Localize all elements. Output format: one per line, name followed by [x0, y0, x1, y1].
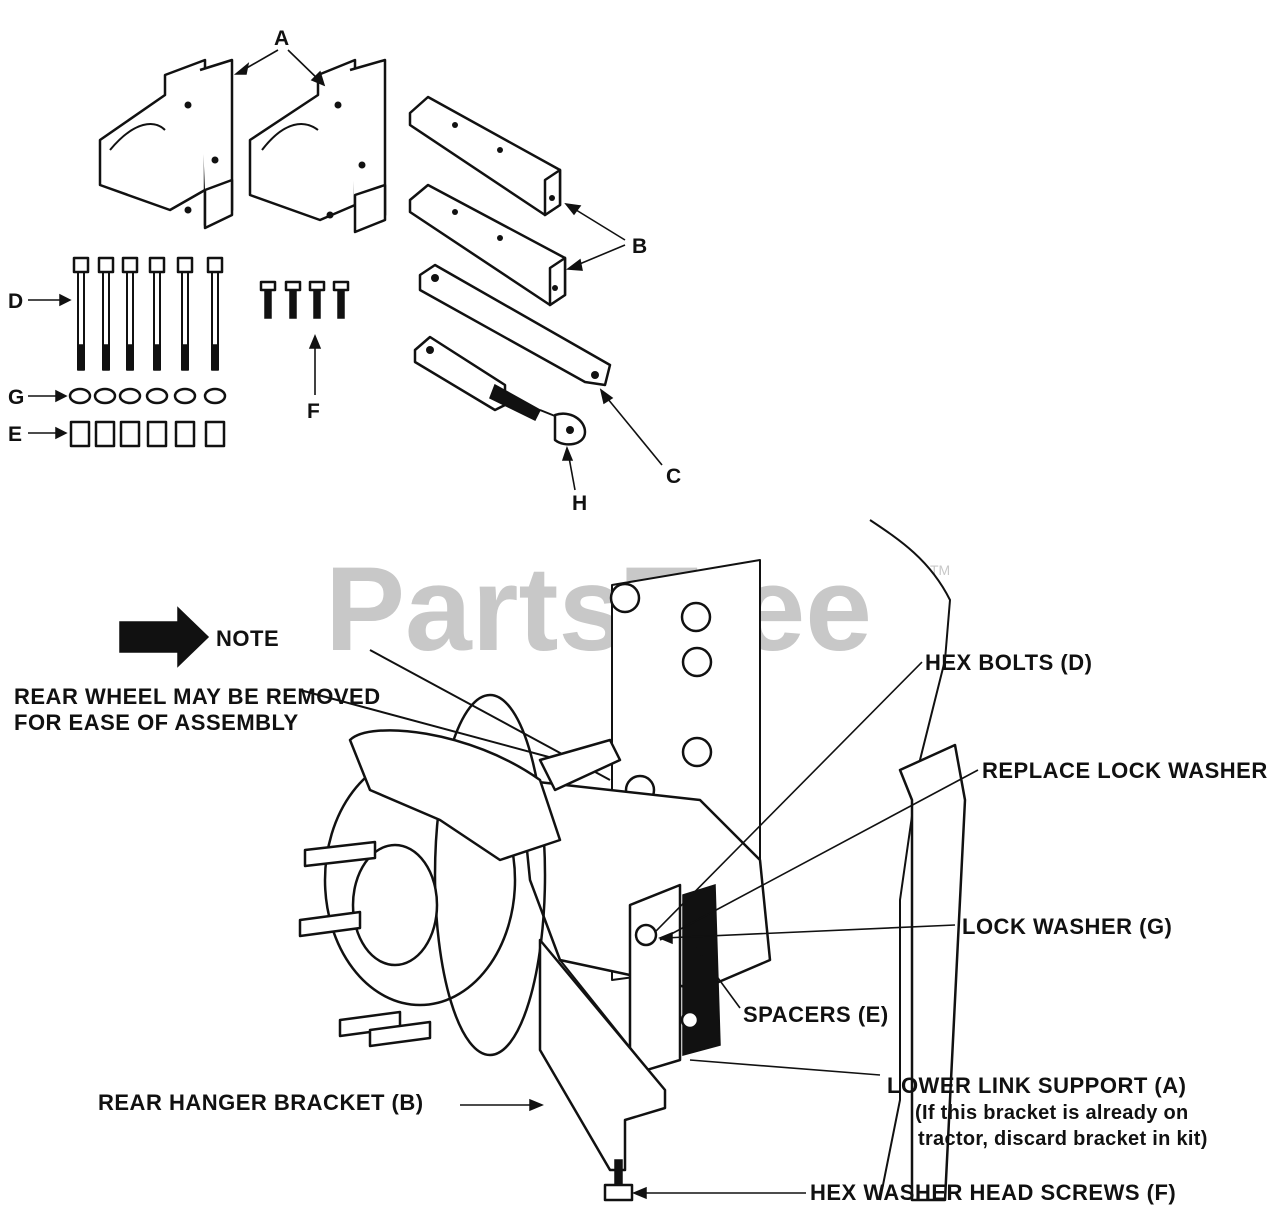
callout-hex-washer-head-screws: HEX WASHER HEAD SCREWS (F)	[810, 1180, 1176, 1205]
callout-lower-link-support: LOWER LINK SUPPORT (A)	[887, 1073, 1186, 1098]
label-a: A	[274, 27, 289, 50]
note-line-2: FOR EASE OF ASSEMBLY	[14, 710, 299, 735]
hex-washer-head-screws-f	[259, 280, 350, 319]
link-c	[418, 263, 612, 387]
watermark: PartsTree	[325, 542, 872, 676]
label-b: B	[632, 235, 647, 258]
spacers-e	[69, 420, 226, 448]
callout-replace-lock-washer: REPLACE LOCK WASHER	[982, 758, 1268, 783]
label-d: D	[8, 290, 23, 313]
note-line-1: REAR WHEEL MAY BE REMOVED	[14, 684, 381, 709]
rear-hanger-bracket-lower	[408, 183, 567, 307]
callout-rear-hanger-bracket: REAR HANGER BRACKET (B)	[98, 1090, 424, 1115]
label-g: G	[8, 386, 24, 409]
label-f: F	[307, 400, 320, 423]
adjusting-link-h	[413, 335, 587, 446]
watermark-tm: TM	[930, 562, 950, 578]
callout-lower-link-note-1: (If this bracket is already on	[915, 1102, 1189, 1124]
lower-link-support-right	[248, 58, 387, 234]
callout-hex-bolts: HEX BOLTS (D)	[925, 650, 1092, 675]
note-label: NOTE	[216, 626, 279, 651]
label-h: H	[572, 492, 587, 515]
label-e: E	[8, 423, 22, 446]
hex-bolts-d	[72, 256, 224, 371]
label-c: C	[666, 465, 681, 488]
callout-spacers: SPACERS (E)	[743, 1002, 889, 1027]
callout-lock-washer: LOCK WASHER (G)	[962, 914, 1172, 939]
lock-washers-g	[68, 387, 227, 405]
lower-link-support-left	[98, 58, 234, 230]
right-arrow-icon	[119, 606, 210, 668]
tractor-assembly	[298, 519, 967, 1202]
rear-hanger-bracket-upper	[408, 95, 562, 217]
callout-lower-link-note-2: tractor, discard bracket in kit)	[918, 1128, 1208, 1150]
